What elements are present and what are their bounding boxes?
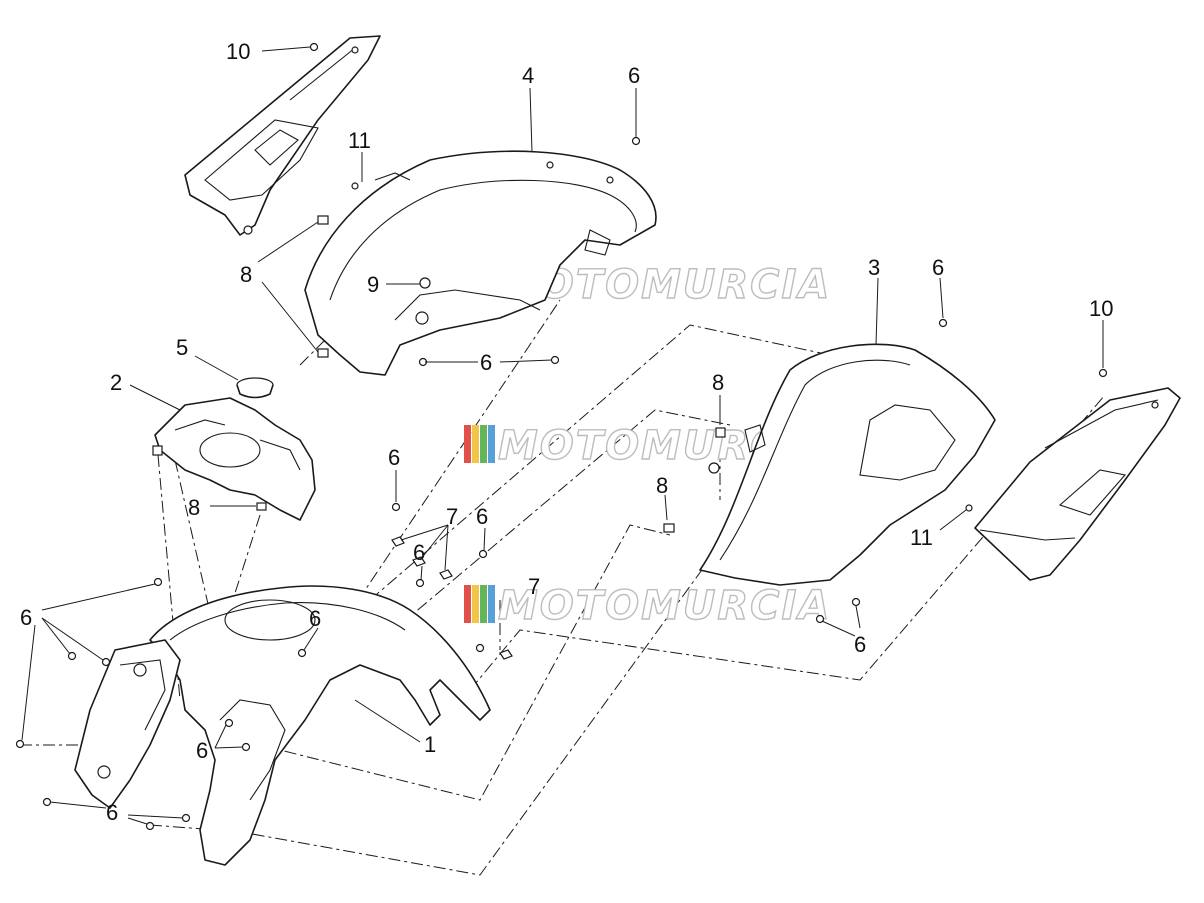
callout-7-lower: 7 xyxy=(528,574,540,599)
part-5-cap xyxy=(236,377,274,399)
callout-6-bottom-left: 6 xyxy=(106,800,118,825)
part-4-upper-cover xyxy=(304,150,657,376)
callout-1: 1 xyxy=(424,732,436,757)
callout-6-top: 6 xyxy=(628,63,640,88)
callout-3: 3 xyxy=(868,255,880,280)
guide-lines xyxy=(20,234,1106,876)
callout-8-upper-left: 8 xyxy=(240,262,252,287)
callout-6-part-3-top: 6 xyxy=(932,255,944,280)
callout-11-left: 11 xyxy=(348,128,371,153)
part-2-center-trim xyxy=(154,397,316,521)
callout-6-part-3-bottom: 6 xyxy=(854,632,866,657)
callout-6-left: 6 xyxy=(20,605,32,630)
leader-lines xyxy=(21,46,1104,825)
callout-10-top-left: 10 xyxy=(226,39,250,64)
part-3-side-cover-right xyxy=(699,343,996,586)
callout-6-center-mid: 6 xyxy=(413,540,425,565)
callout-7-upper: 7 xyxy=(446,504,458,529)
watermark-text-bottom: MOTOMURCIA xyxy=(498,583,831,629)
callout-8-part-2: 8 xyxy=(188,495,200,520)
callout-2: 2 xyxy=(110,370,122,395)
callout-6-center-right: 6 xyxy=(476,504,488,529)
callout-6-under-part-4: 6 xyxy=(480,350,492,375)
part-1-left-panel xyxy=(74,639,181,809)
callout-11-right: 11 xyxy=(910,525,933,550)
callout-8-part-3-lower: 8 xyxy=(656,473,668,498)
callout-10-right: 10 xyxy=(1089,296,1113,321)
callout-5: 5 xyxy=(176,335,188,360)
callout-6-center-upper: 6 xyxy=(388,445,400,470)
callout-9: 9 xyxy=(367,272,379,297)
hardware xyxy=(15,42,1108,831)
watermark-bottom: MOTOMURCIA xyxy=(464,582,831,630)
part-10-side-bracket-left xyxy=(184,35,381,236)
callout-6-part-1-inner: 6 xyxy=(196,738,208,763)
part-10-side-bracket-right xyxy=(974,387,1181,581)
part-1-main-cover xyxy=(149,585,491,866)
callout-4: 4 xyxy=(522,63,534,88)
callout-8-part-3-upper: 8 xyxy=(712,370,724,395)
callout-6-part-1-top: 6 xyxy=(309,606,321,631)
callouts: 10 4 6 11 8 9 6 3 6 10 5 2 8 6 8 8 7 6 1… xyxy=(20,39,1113,825)
